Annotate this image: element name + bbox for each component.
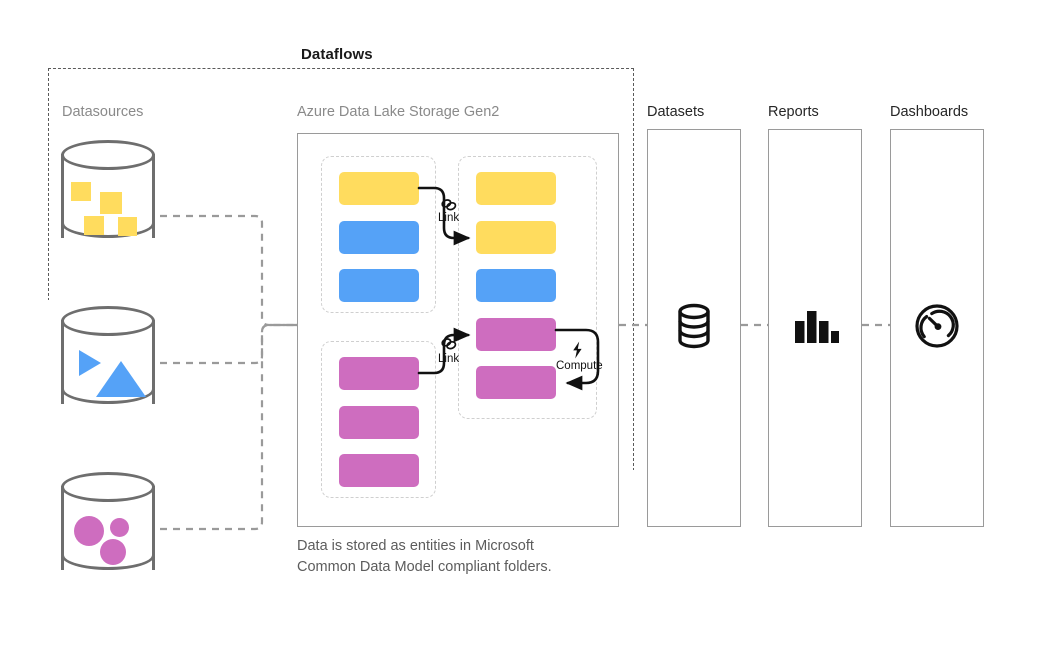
blue-triangle-up-icon <box>96 361 146 397</box>
compute-label: Compute <box>556 360 603 372</box>
adls-caption: Data is stored as entities in Microsoft … <box>297 536 627 578</box>
yellow-square-icon <box>71 182 91 201</box>
datasource-3-contents <box>65 502 151 568</box>
link-label-lower: Link <box>438 353 460 365</box>
column-header-datasources: Datasources <box>62 104 144 120</box>
pink-circle-icon <box>74 516 104 546</box>
chain-link-icon <box>440 198 458 212</box>
caption-line-2: Common Data Model compliant folders. <box>297 559 552 575</box>
datasource-1-contents <box>65 170 151 236</box>
entity-bar-pink <box>476 366 556 399</box>
datasource-cylinder-2 <box>61 306 155 418</box>
entity-bar-blue <box>339 269 419 302</box>
datasource-2-contents <box>65 336 151 402</box>
yellow-square-icon <box>84 216 104 235</box>
chain-link-icon <box>440 337 458 351</box>
database-stack-icon <box>666 298 722 354</box>
cylinder-top <box>61 140 155 170</box>
yellow-square-icon <box>118 217 137 236</box>
blue-triangle-right-icon <box>79 350 101 376</box>
entity-group-right <box>458 156 597 419</box>
entity-bar-pink <box>476 318 556 351</box>
boundary-mask-left-lower <box>44 300 54 530</box>
entity-bar-pink <box>339 406 419 439</box>
column-header-datasets: Datasets <box>647 104 705 120</box>
entity-bar-yellow <box>476 221 556 254</box>
yellow-square-icon <box>100 192 122 214</box>
link-label-upper: Link <box>438 212 460 224</box>
gauge-icon <box>909 298 965 354</box>
entity-bar-pink <box>339 357 419 390</box>
entity-bar-blue <box>339 221 419 254</box>
datasource-cylinder-3 <box>61 472 155 584</box>
lightning-bolt-icon <box>571 341 584 359</box>
cylinder-bottom <box>61 210 155 238</box>
cylinder-top <box>61 472 155 502</box>
caption-line-1: Data is stored as entities in Microsoft <box>297 538 534 554</box>
entity-bar-yellow <box>339 172 419 205</box>
entity-bar-pink <box>339 454 419 487</box>
datasource-cylinder-1 <box>61 140 155 252</box>
dataflows-title: Dataflows <box>301 46 373 63</box>
entity-bar-yellow <box>476 172 556 205</box>
pink-circle-icon <box>100 539 126 565</box>
pink-circle-icon <box>110 518 129 537</box>
column-header-adls: Azure Data Lake Storage Gen2 <box>297 104 500 120</box>
column-header-reports: Reports <box>768 104 819 120</box>
column-header-dashboards: Dashboards <box>890 104 969 120</box>
bar-chart-icon <box>787 298 843 354</box>
reports-box <box>768 129 862 527</box>
cylinder-bottom <box>61 542 155 570</box>
cylinder-top <box>61 306 155 336</box>
entity-group-bottom-left <box>321 341 436 498</box>
cylinder-bottom <box>61 376 155 404</box>
entity-bar-blue <box>476 269 556 302</box>
